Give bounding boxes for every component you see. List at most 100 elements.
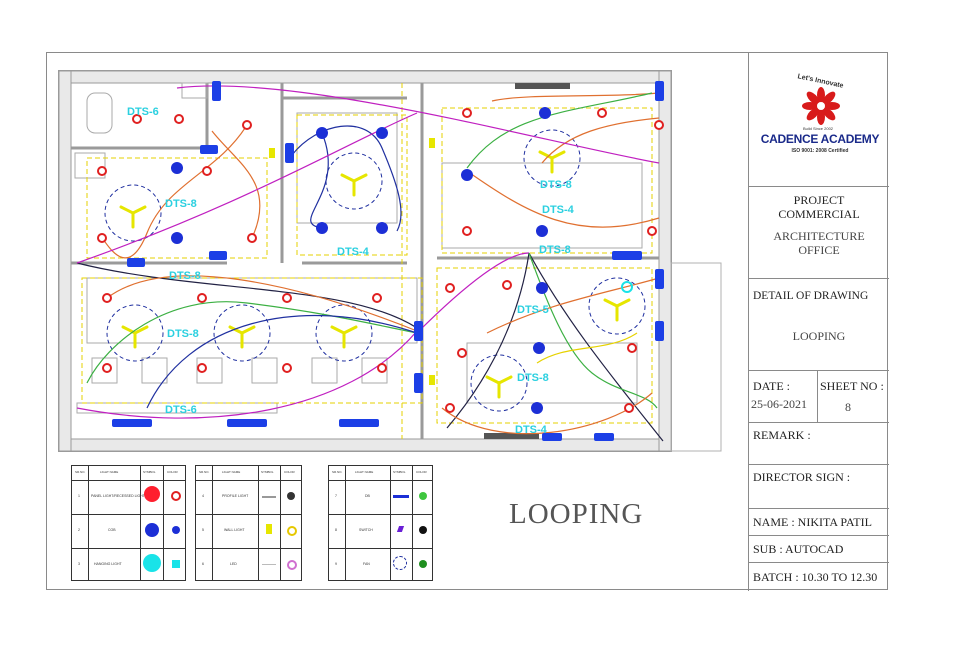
- project-name-line1: ARCHITECTURE: [773, 229, 865, 243]
- circuit-label-group: DTS-6 DTS-8 DTS-8 DTS-4 DTS-8 DTS-4 DTS-…: [127, 106, 575, 436]
- circuit-label: DTS-4: [515, 424, 548, 436]
- logo-cell: Let's Innovate Build Since 2002: [749, 53, 889, 187]
- title-block: Let's Innovate Build Since 2002: [748, 53, 889, 591]
- detail-label: DETAIL OF DRAWING: [753, 290, 869, 302]
- director-label: DIRECTOR SIGN :: [753, 470, 851, 484]
- detail-value: LOOPING: [792, 329, 846, 343]
- legend-header-color: COLOR: [416, 470, 427, 474]
- legend-header-name: LIGHT NAME: [355, 470, 374, 474]
- legend-swatch: [287, 560, 297, 570]
- legend-header-symbol: SYMBOL: [143, 470, 156, 474]
- legend-symbol-recessed: [144, 486, 160, 502]
- name-cell: NAME : NIKITA PATIL: [749, 509, 889, 536]
- legend-swatch: [172, 526, 180, 534]
- subject: SUB : AUTOCAD: [753, 542, 844, 556]
- legend-row-name: FAN: [363, 562, 370, 566]
- drawing-title: LOOPING: [509, 498, 644, 530]
- logo-certification: ISO 9001: 2008 Certified: [791, 148, 849, 154]
- legend-row-name: LED: [230, 562, 237, 566]
- legend-table: SR.NO. LIGHT NAME SYMBOL COLOR 7 DB 8 SW…: [328, 465, 433, 581]
- date-label: DATE :: [753, 379, 790, 393]
- drawing-sheet: DTS-6 DTS-8 DTS-8 DTS-4 DTS-8 DTS-4 DTS-…: [46, 52, 889, 591]
- legend-symbol-switch: [396, 526, 405, 532]
- legend-row-no: 6: [202, 562, 204, 566]
- legend-row-name: SWITCH: [359, 528, 373, 532]
- circuit-label: DTS-6: [127, 106, 159, 118]
- legend-swatch: [419, 526, 427, 534]
- fan-circles: [104, 129, 646, 412]
- subject-cell: SUB : AUTOCAD: [749, 536, 889, 563]
- legend-symbol-profile: [262, 496, 276, 498]
- circuit-label: DTS-4: [337, 246, 370, 258]
- legend-header-name: LIGHT NAME: [100, 470, 119, 474]
- legend-row-no: 4: [202, 494, 204, 498]
- legend-row-no: 5: [202, 528, 204, 532]
- legend-swatch: [419, 492, 427, 500]
- logo-name: CADENCE ACADEMY: [760, 132, 880, 146]
- academy-logo: Let's Innovate Build Since 2002: [759, 73, 881, 160]
- circuit-label: DTS-8: [167, 328, 199, 340]
- legend-header-name: LIGHT NAME: [222, 470, 241, 474]
- legend-row-name: PROFILE LIGHT: [222, 494, 249, 498]
- circuit-label: DTS-8: [517, 372, 549, 384]
- legend-table: SR.NO. LIGHT NAME SYMBOL COLOR 4 PROFILE…: [195, 465, 302, 581]
- project-name-line2: OFFICE: [798, 243, 840, 257]
- legend-row-no: 9: [335, 562, 337, 566]
- student-name: NAME : NIKITA PATIL: [753, 515, 872, 529]
- batch-cell: BATCH : 10.30 TO 12.30: [749, 563, 889, 591]
- legend-header-color: COLOR: [167, 470, 178, 474]
- flower-icon: [802, 87, 840, 125]
- legend-row-name: WALL LIGHT: [224, 528, 245, 532]
- legend-row-name: PANEL LIGHT/RECESSED LIGHT: [91, 494, 145, 498]
- sheet-label: SHEET NO :: [820, 379, 884, 393]
- legend-header-color: COLOR: [284, 470, 295, 474]
- distribution-boards: [112, 81, 664, 441]
- legend-header-symbol: SYMBOL: [261, 470, 274, 474]
- legend-row-name: HANGING LIGHT: [94, 562, 122, 566]
- circuit-label: DTS-8: [540, 179, 572, 191]
- circuit-label: DTS-8: [169, 270, 201, 282]
- circuit-label: DTS-6: [165, 404, 197, 416]
- legend-symbol-cob: [145, 523, 159, 537]
- legend-swatch: [419, 560, 427, 568]
- outer-walls: [58, 70, 722, 452]
- legend-header-no: SR.NO.: [332, 470, 343, 474]
- interior-walls: [71, 83, 659, 439]
- legend-swatch: [287, 492, 295, 500]
- legend-row-no: 3: [78, 562, 80, 566]
- legend-symbol-led: [262, 564, 276, 565]
- floor-plan: DTS-6 DTS-8 DTS-8 DTS-4 DTS-8 DTS-4 DTS-…: [58, 70, 722, 452]
- circuit-label: DTS-4: [542, 204, 575, 216]
- detail-cell: DETAIL OF DRAWING LOOPING: [749, 279, 889, 371]
- batch: BATCH : 10.30 TO 12.30: [753, 570, 878, 584]
- cob-lights: [171, 107, 551, 414]
- legend-header-symbol: SYMBOL: [393, 470, 406, 474]
- remark-label: REMARK :: [753, 428, 811, 442]
- remark-cell: REMARK :: [749, 423, 889, 465]
- legend-swatch: [172, 560, 180, 568]
- legend-symbol-hanging: [143, 554, 161, 572]
- wall-lights: [269, 138, 435, 385]
- legend-swatch: [287, 526, 297, 536]
- legend-symbol-fan: [393, 556, 407, 570]
- date-value: 25-06-2021: [751, 397, 807, 411]
- legend-row-no: 7: [335, 494, 337, 498]
- legend-row-name: COB: [108, 528, 116, 532]
- legend-row-name: DB: [365, 494, 370, 498]
- logo-tagline: Build Since 2002: [803, 126, 834, 131]
- legend-row-no: 8: [335, 528, 337, 532]
- hanging-lights: [621, 281, 633, 293]
- project-type: COMMERCIAL: [778, 207, 860, 221]
- project-cell: PROJECT COMMERCIAL ARCHITECTURE OFFICE: [749, 187, 889, 279]
- wiring-loops: [76, 85, 664, 442]
- legend-symbol-wall: [266, 524, 272, 534]
- date-cell: DATE : 25-06-2021 SHEET NO : 8: [749, 371, 889, 423]
- legend-row-no: 1: [78, 494, 80, 498]
- legend-header-no: SR.NO.: [75, 470, 86, 474]
- legend-header-no: SR.NO.: [199, 470, 210, 474]
- project-label: PROJECT: [793, 193, 845, 207]
- circuit-label: DTS-8: [165, 198, 197, 210]
- recessed-lights: [97, 108, 664, 413]
- sheet-value: 8: [845, 400, 851, 414]
- legend-symbol-db: [393, 495, 409, 498]
